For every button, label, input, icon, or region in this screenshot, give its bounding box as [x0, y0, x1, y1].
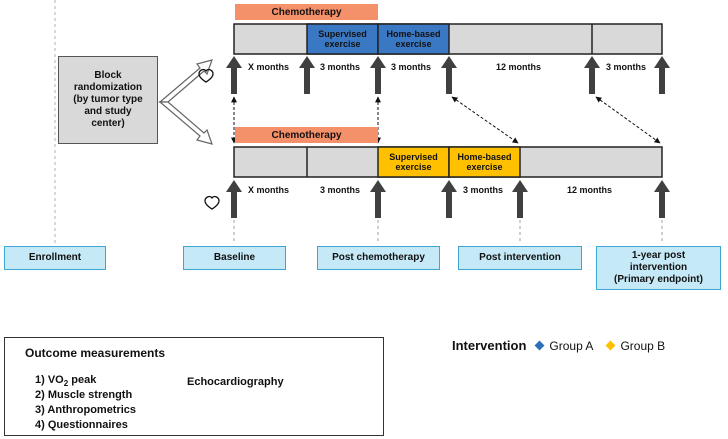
- up-arrow-icon: [226, 56, 242, 94]
- group-b-duration-label: 3 months: [320, 185, 361, 195]
- outcome-item-vo2: 1) VO2 peak: [35, 374, 97, 389]
- group-a-home-segment: [377, 23, 450, 55]
- up-arrow-icon: [654, 180, 670, 218]
- group-b-duration-label: 3 months: [463, 185, 504, 195]
- group-a-duration-label: 3 months: [320, 62, 361, 72]
- legend-title: Intervention: [452, 338, 527, 353]
- randomization-arrows-icon: [158, 59, 213, 145]
- up-arrow-icon: [584, 56, 600, 94]
- stage-one-year-primary-endpoint: 1-year post intervention (Primary endpoi…: [596, 246, 721, 290]
- block-randomization-box: Block randomization (by tumor type and s…: [58, 56, 158, 144]
- up-arrow-icon: [226, 180, 242, 218]
- up-arrow-icon: [370, 180, 386, 218]
- heart-icon: [204, 195, 220, 210]
- group-b-measurement-arrows: [226, 180, 670, 218]
- outcome-item-questionnaires: 4) Questionnaires: [35, 419, 128, 431]
- group-a-measurement-arrows: [226, 56, 670, 94]
- up-arrow-icon: [370, 56, 386, 94]
- group-a-timeline: [233, 23, 663, 55]
- stage-connectors: [233, 220, 663, 244]
- up-arrow-icon: [512, 180, 528, 218]
- outcome-title: Outcome measurements: [25, 346, 166, 360]
- outcome-item-anthropometrics: 3) Anthropometrics: [35, 404, 137, 416]
- heart-icon: [198, 68, 214, 83]
- diamond-icon: [605, 340, 616, 351]
- group-b-home-segment: [448, 146, 521, 178]
- group-a-duration-label: 3 months: [391, 62, 432, 72]
- group-a-duration-label: X months: [248, 62, 290, 72]
- legend-group-a: Group A: [549, 338, 594, 353]
- outcome-measurements-box: Outcome measurements 1) VO2 peak 2) Musc…: [4, 337, 384, 436]
- up-arrow-icon: [441, 56, 457, 94]
- group-b-duration-label: 12 months: [567, 185, 613, 195]
- stage-post-chemotherapy: Post chemotherapy: [317, 246, 440, 270]
- stage-post-intervention: Post intervention: [458, 246, 582, 270]
- group-b-duration-label: X months: [248, 185, 290, 195]
- stage-baseline: Baseline: [183, 246, 286, 270]
- legend-group-b: Group B: [620, 338, 666, 353]
- up-arrow-icon: [654, 56, 670, 94]
- up-arrow-icon: [299, 56, 315, 94]
- intervention-legend: Intervention Group A Group B: [452, 338, 677, 353]
- group-b-supervised-segment: [377, 146, 450, 178]
- group-a-duration-label: 3 months: [606, 62, 647, 72]
- group-b-chemotherapy-bar: Chemotherapy: [235, 127, 378, 143]
- outcome-item-muscle: 2) Muscle strength: [35, 389, 133, 401]
- outcome-echocardiography: Echocardiography: [187, 376, 284, 388]
- up-arrow-icon: [441, 180, 457, 218]
- group-b-timeline: [233, 146, 663, 178]
- group-a-duration-label: 12 months: [496, 62, 542, 72]
- stage-enrollment: Enrollment: [4, 246, 106, 270]
- correspondence-arrows: [231, 96, 661, 144]
- group-a-chemotherapy-bar: Chemotherapy: [235, 4, 378, 20]
- diamond-icon: [534, 340, 545, 351]
